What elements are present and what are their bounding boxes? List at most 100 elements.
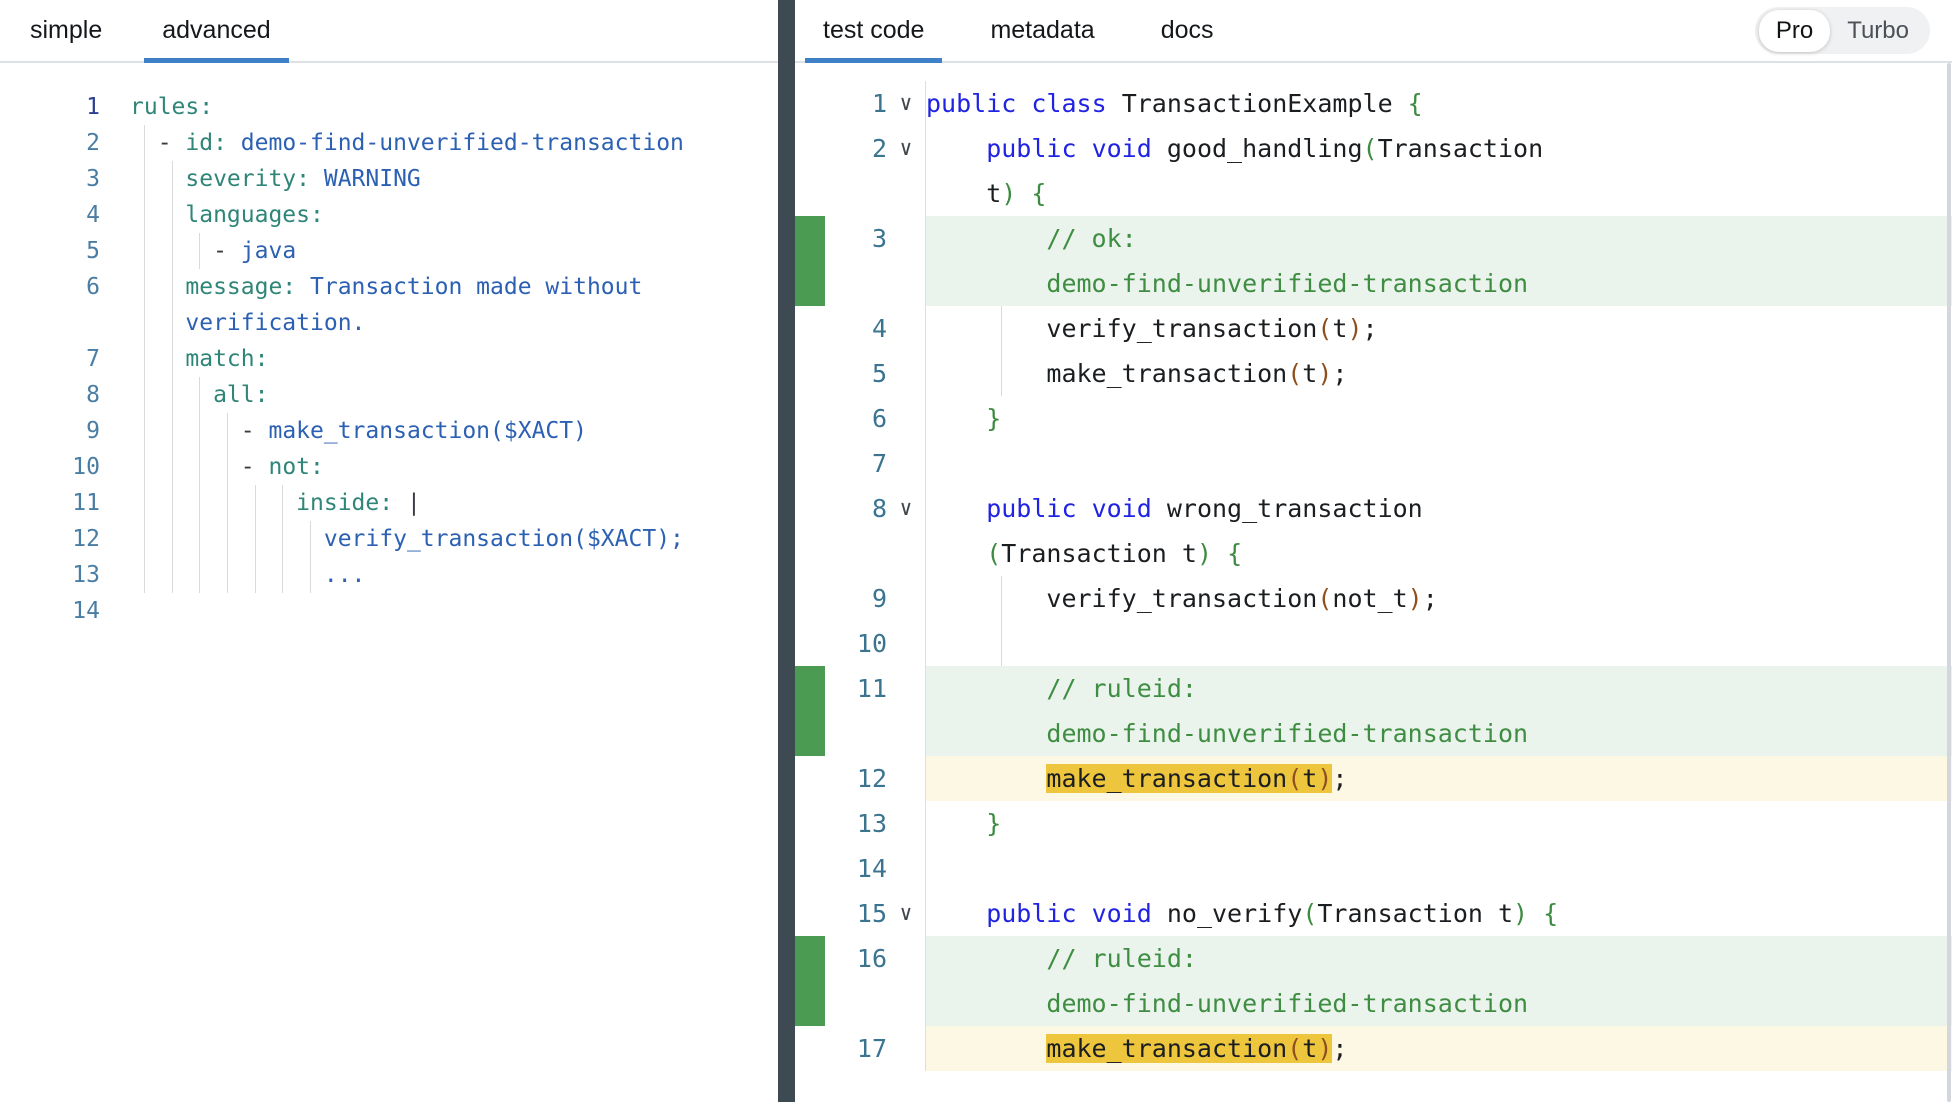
java-line-content[interactable]: // ruleid:demo-find-unverified-transacti… bbox=[926, 936, 1952, 1026]
indent-guide bbox=[143, 413, 145, 449]
line-number: 12 bbox=[856, 764, 887, 793]
yaml-line-content[interactable]: rules: bbox=[130, 89, 213, 125]
java-line-content[interactable]: public class TransactionExample { bbox=[926, 81, 1952, 126]
java-line-content[interactable]: // ok:demo-find-unverified-transaction bbox=[926, 216, 1952, 306]
code-token: // ruleid: bbox=[1046, 674, 1197, 703]
yaml-line-content[interactable]: - make_transaction($XACT) bbox=[130, 413, 587, 449]
java-line-content[interactable]: } bbox=[926, 801, 1952, 846]
code-row: match: bbox=[130, 341, 268, 377]
gutter-spacer bbox=[795, 396, 825, 441]
line-number: 10 bbox=[72, 454, 100, 480]
yaml-line-content[interactable]: - java bbox=[130, 233, 296, 269]
gutter-spacer bbox=[795, 801, 825, 846]
java-line-content[interactable]: make_transaction(t); bbox=[926, 1026, 1952, 1071]
indent-guide bbox=[226, 521, 228, 557]
chevron-down-icon[interactable]: ∨ bbox=[887, 126, 926, 216]
code-token: ( bbox=[1287, 764, 1303, 793]
indent-guide bbox=[226, 449, 228, 485]
fold-spacer bbox=[887, 801, 926, 846]
code-token: ; bbox=[1332, 359, 1348, 388]
java-line-content[interactable] bbox=[926, 441, 1952, 486]
code-token: make_transaction($XACT) bbox=[268, 418, 587, 444]
tab-advanced[interactable]: advanced bbox=[144, 0, 290, 63]
indent-guide bbox=[199, 377, 201, 413]
java-line-content[interactable] bbox=[926, 846, 1952, 891]
yaml-line-content[interactable]: match: bbox=[130, 341, 268, 377]
yaml-line-content[interactable]: all: bbox=[130, 377, 268, 413]
line-number: 6 bbox=[86, 274, 100, 300]
line-number: 7 bbox=[86, 346, 100, 372]
code-token: } bbox=[986, 404, 1002, 433]
indent-guide bbox=[1001, 576, 1003, 621]
tab-test-code[interactable]: test code bbox=[804, 0, 943, 63]
indent-guide bbox=[171, 557, 173, 593]
code-token: ( bbox=[1287, 1034, 1303, 1063]
code-token: match: bbox=[185, 346, 269, 372]
indent-guide bbox=[199, 521, 201, 557]
java-test-editor[interactable]: 1∨public class TransactionExample {2∨pub… bbox=[795, 63, 1952, 1102]
line-number: 7 bbox=[871, 449, 887, 478]
code-token: ) bbox=[1196, 539, 1212, 568]
java-line-content[interactable]: // ruleid: demo-find-unverified-transacti… bbox=[926, 666, 1952, 756]
java-line: 16// ruleid:demo-find-unverified-transac… bbox=[795, 936, 1952, 1026]
java-line-content[interactable]: make_transaction(t); bbox=[926, 756, 1952, 801]
yaml-line: 13... bbox=[0, 557, 778, 593]
tab-docs[interactable]: docs bbox=[1160, 16, 1214, 44]
code-token: } bbox=[986, 809, 1002, 838]
java-line-content[interactable]: verify_transaction(t); bbox=[926, 306, 1952, 351]
tab-simple[interactable]: simple bbox=[30, 16, 103, 44]
code-token: Transaction t bbox=[1001, 539, 1197, 568]
chevron-down-icon[interactable]: ∨ bbox=[887, 486, 926, 576]
java-line-content[interactable]: verify_transaction(not_t); bbox=[926, 576, 1952, 621]
indent-guide bbox=[171, 161, 173, 197]
indent-guide bbox=[143, 161, 145, 197]
indent-guide bbox=[143, 341, 145, 377]
code-token: demo-find-unverified-transaction bbox=[1046, 719, 1529, 748]
yaml-line-content[interactable]: - id: demo-find-unverified-transaction bbox=[130, 125, 684, 161]
code-token: no_verify bbox=[1151, 899, 1303, 928]
toggle-option-turbo[interactable]: Turbo bbox=[1847, 16, 1909, 44]
indent-guide bbox=[143, 521, 145, 557]
yaml-line-content[interactable]: ... bbox=[130, 557, 365, 593]
code-token: wrong_transaction bbox=[1151, 494, 1423, 523]
code-row: make_transaction(t); bbox=[926, 1026, 1952, 1071]
yaml-line-content[interactable]: severity: WARNING bbox=[130, 161, 421, 197]
chevron-down-icon[interactable]: ∨ bbox=[887, 891, 926, 936]
code-token bbox=[1528, 899, 1543, 928]
fold-spacer bbox=[887, 756, 926, 801]
indent-guide bbox=[282, 557, 284, 593]
java-line-content[interactable]: public void wrong_transaction(Transactio… bbox=[926, 486, 1952, 576]
yaml-line-content[interactable]: inside: | bbox=[130, 485, 421, 521]
code-token: ) bbox=[1317, 1034, 1333, 1063]
toggle-option-pro[interactable]: Pro bbox=[1758, 9, 1831, 52]
java-line-content[interactable]: public void no_verify(Transaction t) { bbox=[926, 891, 1952, 936]
code-token: - bbox=[157, 130, 186, 156]
yaml-line-content[interactable]: verify_transaction($XACT); bbox=[130, 521, 684, 557]
chevron-down-icon[interactable]: ∨ bbox=[887, 81, 926, 126]
yaml-line: 7 match: bbox=[0, 341, 778, 377]
fold-spacer bbox=[887, 666, 926, 756]
vertical-scrollbar[interactable] bbox=[1947, 63, 1951, 1102]
yaml-line-content[interactable]: - not: bbox=[130, 449, 324, 485]
fold-spacer bbox=[887, 306, 926, 351]
yaml-line-content[interactable]: languages: bbox=[130, 197, 324, 233]
tab-metadata[interactable]: metadata bbox=[990, 16, 1095, 44]
code-token bbox=[1016, 179, 1031, 208]
indent-guide bbox=[199, 449, 201, 485]
yaml-line: 5- java bbox=[0, 233, 778, 269]
java-line-content[interactable] bbox=[926, 621, 1952, 666]
java-line-content[interactable]: } bbox=[926, 396, 1952, 441]
java-line-content[interactable]: make_transaction(t); bbox=[926, 351, 1952, 396]
panel-divider[interactable] bbox=[778, 0, 795, 1102]
code-row: languages: bbox=[130, 197, 323, 233]
gutter-spacer bbox=[795, 351, 825, 396]
code-token bbox=[1212, 539, 1227, 568]
indent-guide bbox=[1001, 306, 1003, 351]
code-row: verification. bbox=[130, 305, 642, 341]
indent-guide bbox=[171, 341, 173, 377]
